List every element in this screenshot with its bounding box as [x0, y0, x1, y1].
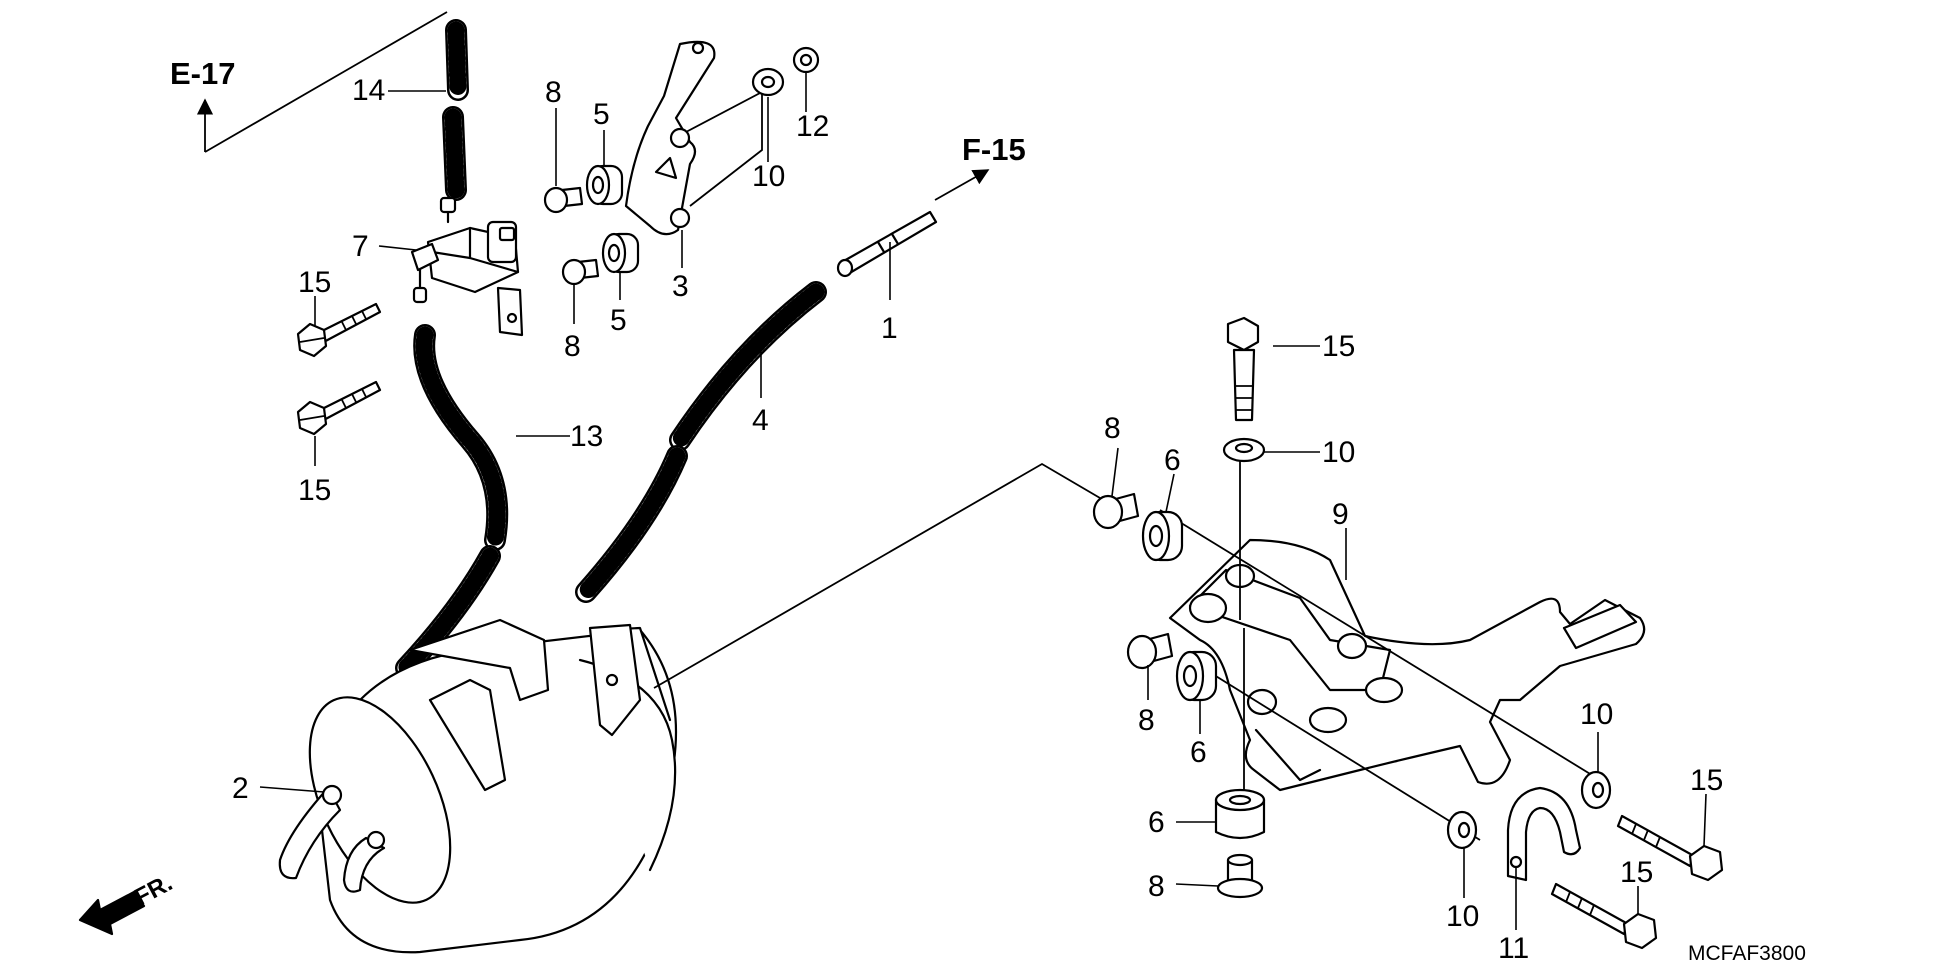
- rubber-mount-right-middle-part-6: [1175, 650, 1218, 702]
- callout-8-right-middle: 8: [1138, 704, 1155, 737]
- callout-15-lower-right-a: 15: [1690, 764, 1723, 797]
- callout-5-lower: 5: [610, 304, 627, 337]
- callout-labels: 14 8 5 10 12 3 5 8 7 15 15 1 4 13 2 15 1…: [232, 74, 1723, 965]
- reference-e17-label: E-17: [170, 56, 235, 91]
- callout-8-upper: 8: [545, 76, 562, 109]
- reference-f15-label: F-15: [962, 132, 1026, 167]
- canister-bracket-part-9: [1168, 538, 1646, 792]
- callout-7: 7: [352, 230, 369, 263]
- callout-10-lower-right: 10: [1580, 698, 1613, 731]
- rubber-mount-upper-part-5: [585, 164, 624, 206]
- canister-hose-part-13: [395, 324, 509, 679]
- washer-top-part-10: [751, 67, 785, 97]
- callout-8-lower: 8: [564, 330, 581, 363]
- front-direction-indicator: FR.: [78, 869, 177, 936]
- callout-2: 2: [232, 772, 249, 805]
- collar-right-upper-part-8: [1092, 492, 1140, 530]
- callout-9: 9: [1332, 498, 1349, 531]
- callout-6-right-middle: 6: [1190, 736, 1207, 769]
- reference-f15: F-15: [934, 132, 1026, 201]
- reference-e17: E-17: [170, 11, 448, 153]
- washer-top-right-part-10: [1222, 437, 1266, 463]
- rubber-mount-right-upper-part-6: [1141, 510, 1184, 562]
- nut-part-12: [792, 46, 820, 74]
- solenoid-bracket-part-3: [624, 40, 716, 236]
- flange-bolt-lower-right-a-part-15: [1616, 814, 1724, 882]
- washer-lower-middle-part-10: [1446, 810, 1478, 850]
- washer-lower-right-part-10: [1580, 770, 1612, 810]
- callout-10-lower-middle: 10: [1446, 900, 1479, 933]
- collar-right-lower-part-8: [1216, 853, 1264, 899]
- flange-bolt-lower-left-part-15: [296, 380, 382, 436]
- callout-14: 14: [352, 74, 385, 107]
- collar-right-middle-part-8: [1126, 632, 1174, 670]
- hose-joint-part-1: [836, 210, 938, 278]
- callout-8-right-lower: 8: [1148, 870, 1165, 903]
- evap-canister: [278, 618, 678, 954]
- callout-15-lower-right-b: 15: [1620, 856, 1653, 889]
- callout-5-upper: 5: [593, 98, 610, 131]
- callout-15-upper-left: 15: [298, 266, 331, 299]
- hose-clamp-part-11: [1506, 786, 1582, 882]
- rubber-mount-right-lower-part-6: [1214, 788, 1266, 840]
- leader-lines: [259, 72, 1707, 930]
- flange-bolt-upper-left-part-15: [296, 302, 382, 358]
- flange-bolt-top-right-part-15: [1226, 316, 1260, 422]
- purge-hose-part-4: [575, 281, 827, 603]
- callout-15-lower-left: 15: [298, 474, 331, 507]
- callout-8-right-upper: 8: [1104, 412, 1121, 445]
- flange-bolt-lower-right-b-part-15: [1550, 882, 1658, 950]
- callout-1: 1: [881, 312, 898, 345]
- callout-15-top-right: 15: [1322, 330, 1355, 363]
- collar-lower-part-8: [561, 258, 600, 286]
- callout-3: 3: [672, 270, 689, 303]
- callout-6-right-upper: 6: [1164, 444, 1181, 477]
- purge-control-solenoid-valve-part-7: [410, 196, 524, 337]
- callout-10-right: 10: [1322, 436, 1355, 469]
- callout-10-top: 10: [752, 160, 785, 193]
- callout-11: 11: [1498, 932, 1529, 965]
- callout-13: 13: [570, 420, 603, 453]
- rubber-mount-lower-part-5: [601, 232, 640, 274]
- collar-upper-part-8: [543, 186, 584, 214]
- callout-12: 12: [796, 110, 829, 143]
- drawing-code: MCFAF3800: [1688, 942, 1806, 965]
- callout-4: 4: [752, 404, 769, 437]
- callout-6-right-lower: 6: [1148, 806, 1165, 839]
- intake-hose-part-14: [442, 19, 469, 201]
